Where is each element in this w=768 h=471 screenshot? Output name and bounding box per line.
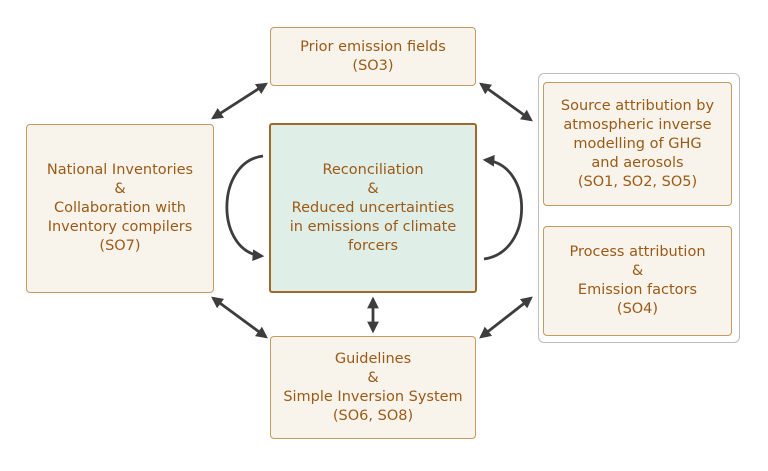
center-line-5: forcers (347, 237, 399, 254)
curved-arrow-right (482, 154, 524, 261)
national-line-4: Inventory compilers (47, 219, 193, 235)
process-attribution-box: Process attribution & Emission factors (… (543, 226, 732, 336)
arrow-national-prior (211, 82, 268, 120)
arrow-national-guidelines (211, 296, 268, 339)
center-line-1: Reconciliation (322, 161, 424, 178)
national-line-1: National Inventories (46, 162, 194, 178)
arrow-prior-source (479, 82, 533, 122)
prior-emission-fields-box: Prior emission fields (SO3) (270, 27, 476, 86)
prior-line-2: (SO3) (352, 57, 394, 74)
guidelines-box: Guidelines & Simple Inversion System (SO… (270, 336, 476, 439)
source-line-3: modelling of GHG (573, 135, 702, 152)
curved-arrow-left (225, 154, 265, 262)
source-line-2: atmospheric inverse (563, 116, 712, 133)
national-line-3: Collaboration with (53, 200, 186, 216)
process-line-1: Process attribution (569, 244, 706, 260)
process-line-2: & (631, 263, 644, 279)
national-inventories-box: National Inventories & Collaboration wit… (26, 124, 214, 293)
prior-line-1: Prior emission fields (300, 38, 446, 55)
guidelines-line-2: & (367, 369, 379, 386)
arrow-process-guidelines (479, 296, 533, 339)
source-line-5: (SO1, SO2, SO5) (577, 173, 698, 190)
source-attribution-box: Source attribution by atmospheric invers… (543, 82, 732, 206)
process-line-3: Emission factors (577, 282, 698, 298)
right-group-frame (538, 73, 740, 343)
center-line-3: Reduced uncertainties (291, 199, 455, 216)
reconciliation-box: Reconciliation & Reduced uncertainties i… (269, 123, 477, 293)
center-line-4: in emissions of climate (289, 218, 457, 235)
process-line-4: (SO4) (616, 301, 659, 317)
guidelines-line-4: (SO6, SO8) (332, 407, 414, 424)
national-line-5: (SO7) (99, 238, 141, 254)
guidelines-line-3: Simple Inversion System (283, 388, 463, 405)
source-line-1: Source attribution by (560, 97, 715, 114)
national-line-2: & (114, 181, 126, 197)
guidelines-line-1: Guidelines (334, 350, 412, 367)
center-line-2: & (367, 180, 379, 197)
source-line-4: and aerosols (591, 154, 684, 171)
